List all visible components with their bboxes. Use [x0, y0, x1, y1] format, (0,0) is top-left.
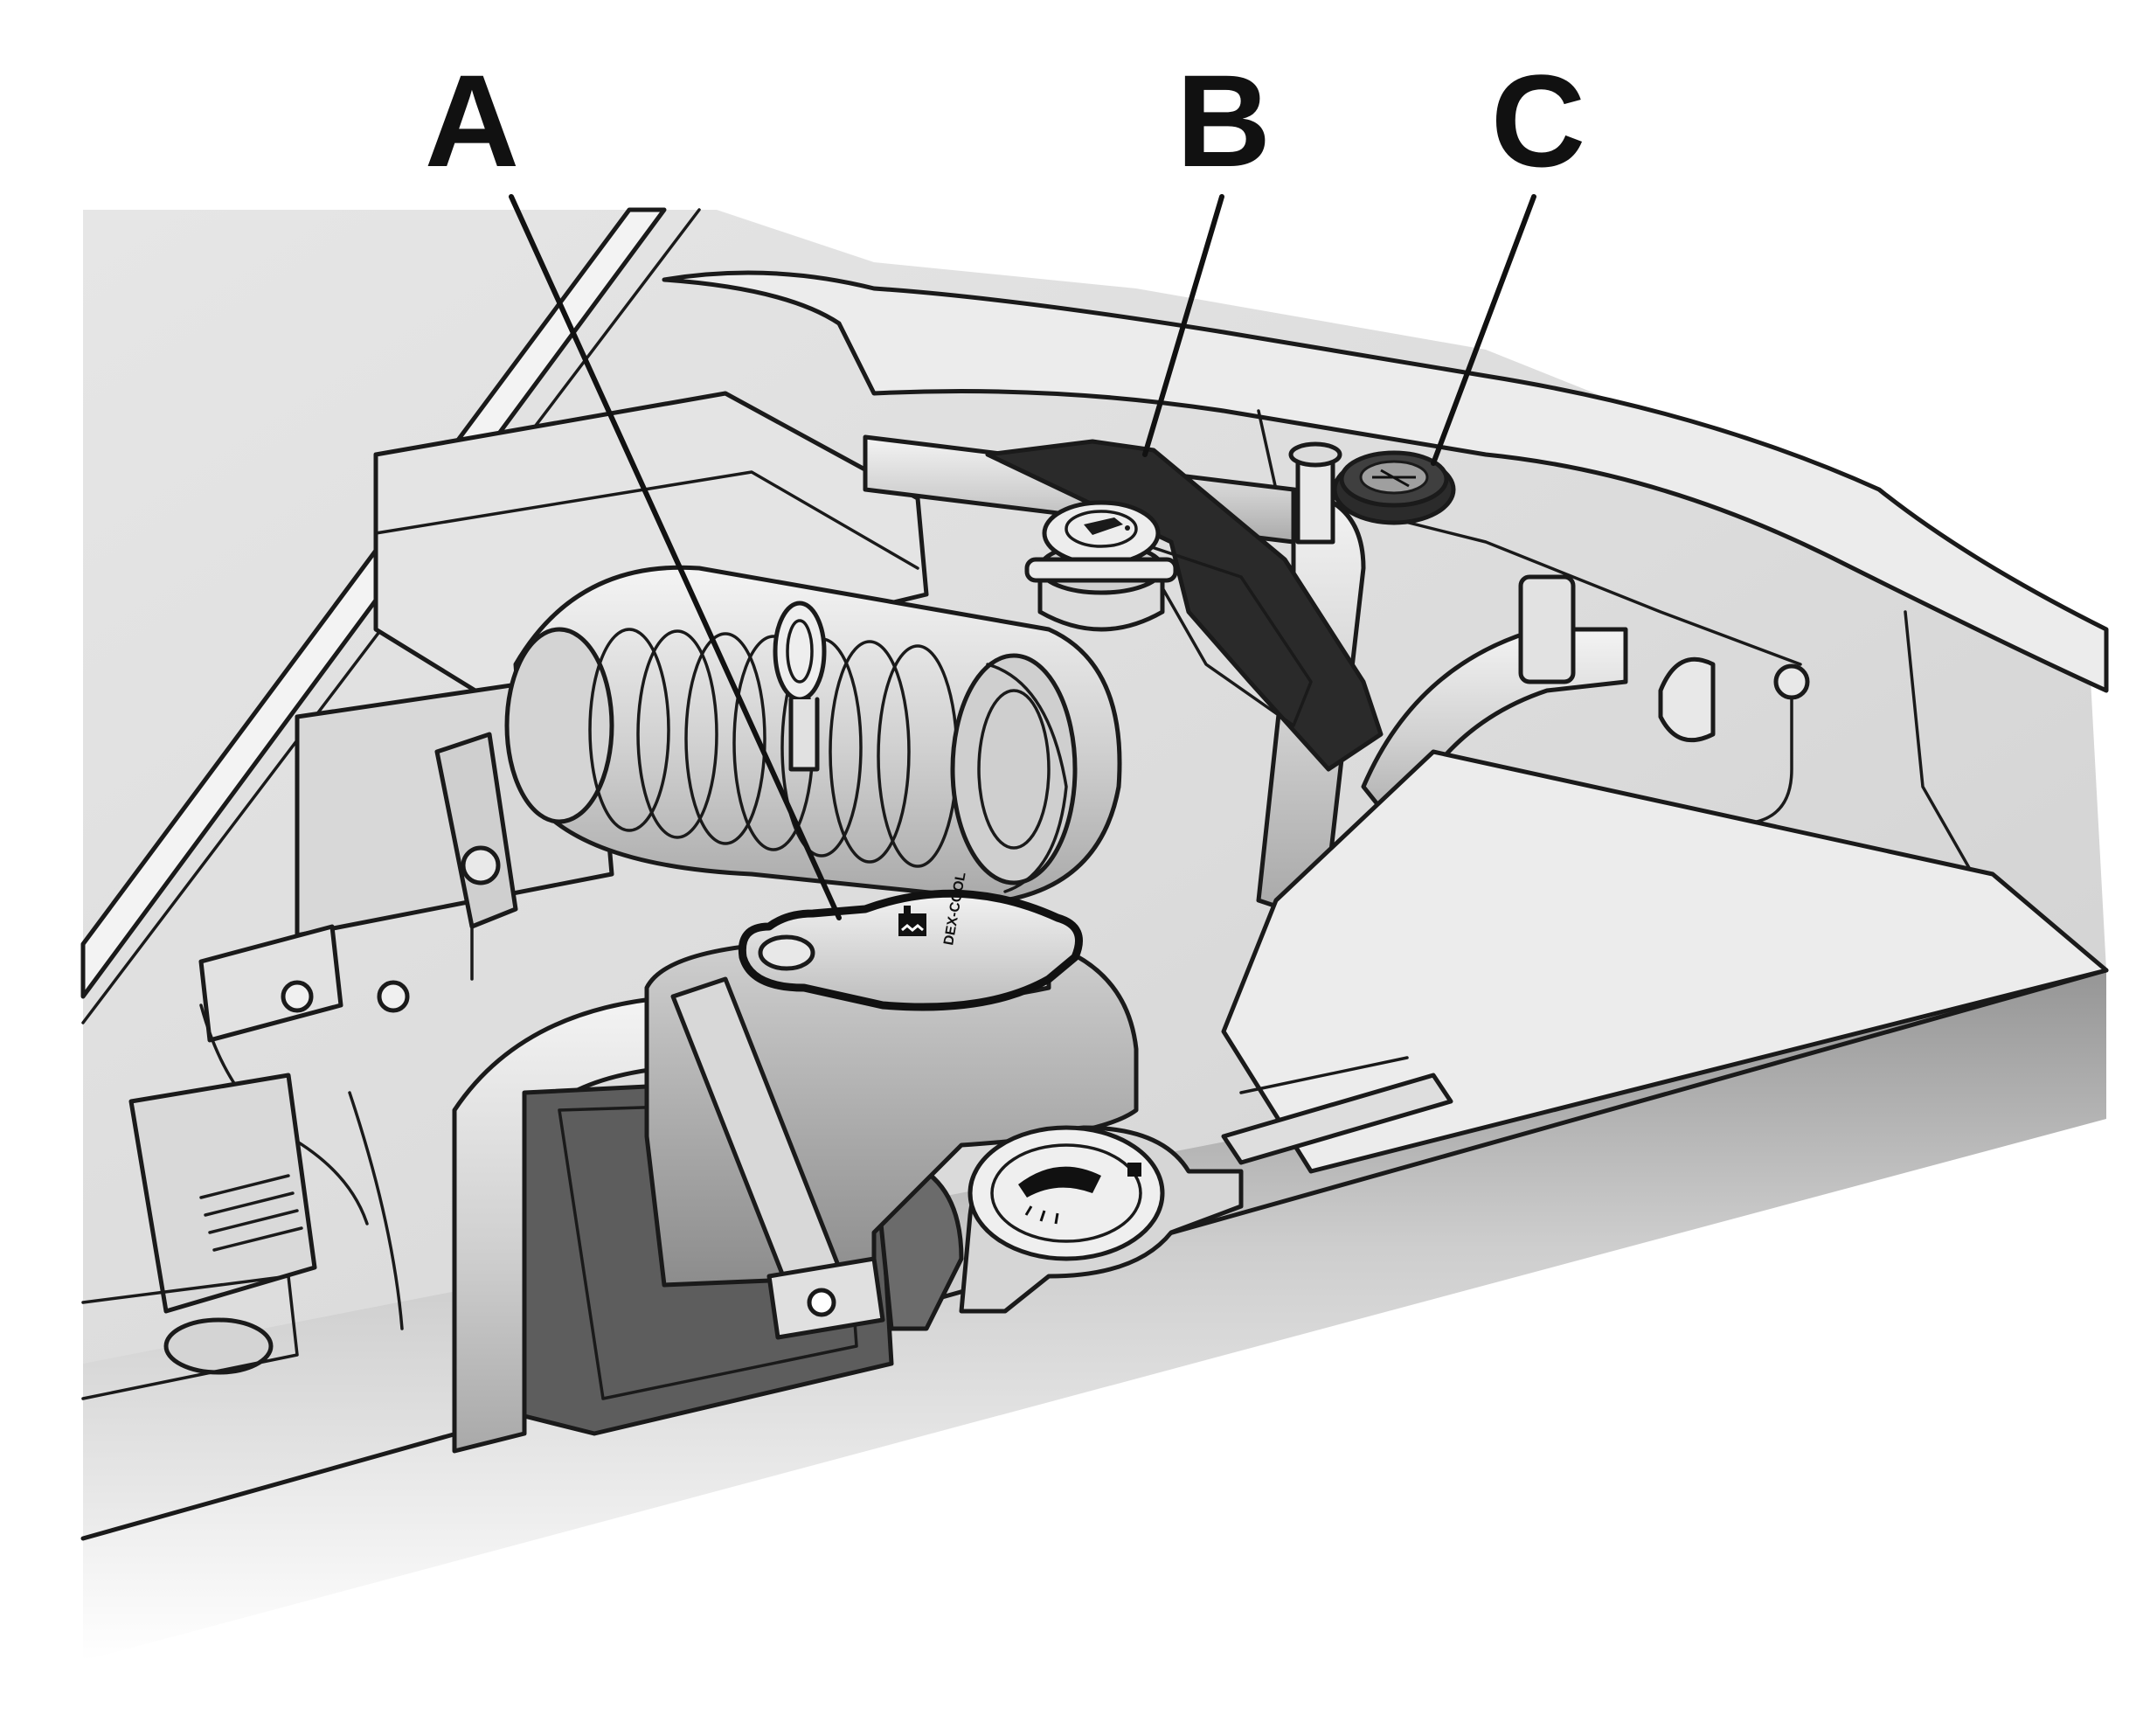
leader-line-a [509, 194, 842, 920]
leader-line-c [1431, 194, 1536, 466]
callout-label-c: C [1491, 47, 1585, 194]
windshield-washer-icon [1018, 1163, 1141, 1225]
battery-cover [1221, 749, 2109, 1174]
coolant-surge-tank-cap: DEX-COOL [738, 871, 1083, 1011]
engine-oil-fill-cap [1024, 500, 1178, 632]
callout-label-b: B [1176, 47, 1271, 194]
leader-line-b [1142, 194, 1224, 457]
callout-label-a: A [425, 47, 519, 194]
radiator-support [766, 1056, 1453, 1340]
callout-labels: A B C [411, 47, 1599, 194]
radiator-pressure-cap [1288, 441, 1456, 545]
callout-leaders [509, 194, 1536, 920]
mass-airflow-sensor [773, 601, 827, 772]
washer-fluid-cap [959, 1125, 1244, 1314]
engine-oil-cap-icon [1084, 517, 1130, 535]
engine-cover [985, 439, 1384, 772]
left-side-components [81, 732, 518, 1400]
cowl-panel [662, 270, 2109, 911]
engine-coolant-cap-icon [898, 906, 926, 936]
